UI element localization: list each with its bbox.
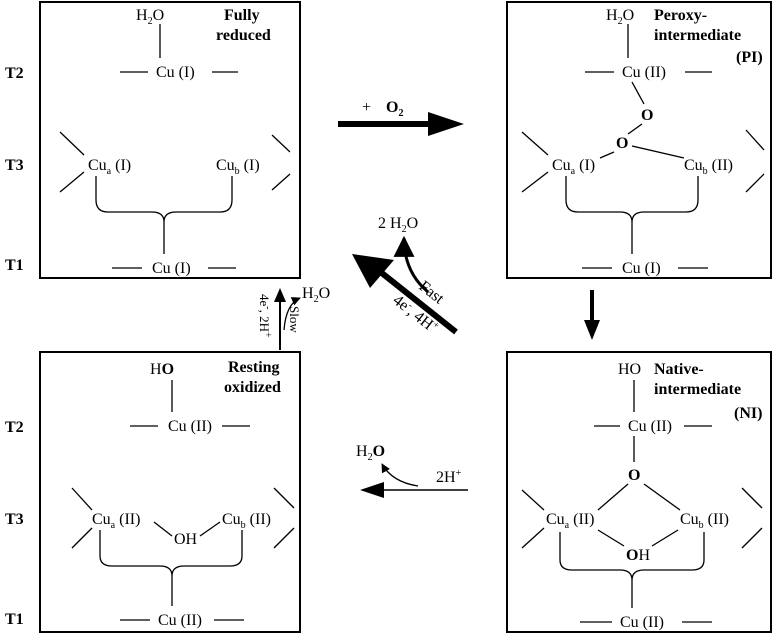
cu-a-site: Cua (I) xyxy=(552,157,595,177)
panel-peroxy-intermediate: Peroxy- intermediate (PI) H2O Cu (II) O … xyxy=(506,1,772,279)
panel-frame xyxy=(39,351,301,633)
panel-title: Native- xyxy=(654,361,704,378)
cu-a-site: Cua (II) xyxy=(546,511,594,531)
panel-subtitle: oxidized xyxy=(224,379,281,396)
histidine-bracket xyxy=(95,176,233,223)
bridging-oxygen: O xyxy=(628,467,640,484)
cu-b-site: Cub (II) xyxy=(680,511,729,531)
panel-abbrev: (NI) xyxy=(734,405,762,422)
water-ligand: H2O xyxy=(136,7,164,27)
row-label-t1-bottom: T1 xyxy=(5,611,24,628)
hydroxide-ligand: HO xyxy=(150,361,174,378)
slow-reagents: 4e-, 2H+ xyxy=(257,294,273,338)
t1-copper: Cu (I) xyxy=(152,260,191,277)
bridging-hydroxide: OH xyxy=(174,531,198,548)
row-label-t2-top: T2 xyxy=(5,65,24,82)
t2-copper: Cu (II) xyxy=(168,418,212,435)
arrow-fast-reduction: 2 H2O Fast 4e-, 4H+ xyxy=(352,215,458,335)
panel-subtitle: intermediate xyxy=(654,381,741,398)
slow-label: Slow xyxy=(287,306,302,333)
panel-frame xyxy=(506,1,772,279)
row-label-t2-bottom: T2 xyxy=(5,419,24,436)
histidine-bracket xyxy=(565,176,699,223)
fast-water-release: 2 H2O xyxy=(378,215,418,235)
t2-copper: Cu (II) xyxy=(628,418,672,435)
histidine-bracket xyxy=(99,530,243,577)
panel-title: Resting xyxy=(228,359,280,376)
panel-frame xyxy=(39,1,301,279)
panel-title: Fully xyxy=(224,7,260,24)
hydroxide-ligand: HO xyxy=(618,361,641,378)
panel-title: Peroxy- xyxy=(654,7,707,24)
o2-plus: + xyxy=(362,99,371,116)
panel-subtitle: intermediate xyxy=(654,27,741,44)
cu-b-site: Cub (II) xyxy=(222,511,271,531)
arrow-slow-reduction: H2O Slow 4e-, 2H+ xyxy=(257,285,330,350)
peroxo-oxygen-top: O xyxy=(641,107,653,124)
peroxo-oxygen-bottom: O xyxy=(616,135,628,152)
panel-resting-oxidized: Resting oxidized HO Cu (II) Cua (II) OH … xyxy=(39,351,301,633)
cu-b-site: Cub (I) xyxy=(216,157,260,177)
water-ligand: H2O xyxy=(606,7,634,27)
t1-copper: Cu (I) xyxy=(622,260,661,277)
panel-frame xyxy=(506,351,772,633)
t1-copper: Cu (II) xyxy=(158,612,202,629)
t2-copper: Cu (II) xyxy=(622,64,666,81)
row-label-t3-bottom: T3 xyxy=(5,511,24,528)
cu-b-site: Cub (II) xyxy=(684,157,733,177)
panel-subtitle: reduced xyxy=(216,27,271,44)
arrow-ni-to-ro: H2O 2H+ xyxy=(356,443,468,498)
panel-native-intermediate: Native- intermediate (NI) HO Cu (II) O C… xyxy=(506,351,772,633)
arrow-o2-binding: + O2 xyxy=(338,99,464,136)
bridging-hydroxide: OH xyxy=(626,547,650,564)
row-label-t1-top: T1 xyxy=(5,257,24,274)
water-release: H2O xyxy=(356,443,385,463)
proton-label: 2H+ xyxy=(436,468,462,486)
t1-copper: Cu (II) xyxy=(620,614,664,631)
panel-fully-reduced: Fully reduced H2O Cu (I) Cua (I) Cub (I)… xyxy=(39,1,301,279)
row-label-t3-top: T3 xyxy=(5,157,24,174)
t2-copper: Cu (I) xyxy=(156,64,195,81)
arrow-pi-to-ni xyxy=(584,290,600,340)
panel-abbrev: (PI) xyxy=(736,49,763,66)
cu-a-site: Cua (II) xyxy=(92,511,140,531)
slow-water-release: H2O xyxy=(302,285,330,305)
cu-a-site: Cua (I) xyxy=(88,157,131,177)
o2-label: O2 xyxy=(386,99,403,119)
